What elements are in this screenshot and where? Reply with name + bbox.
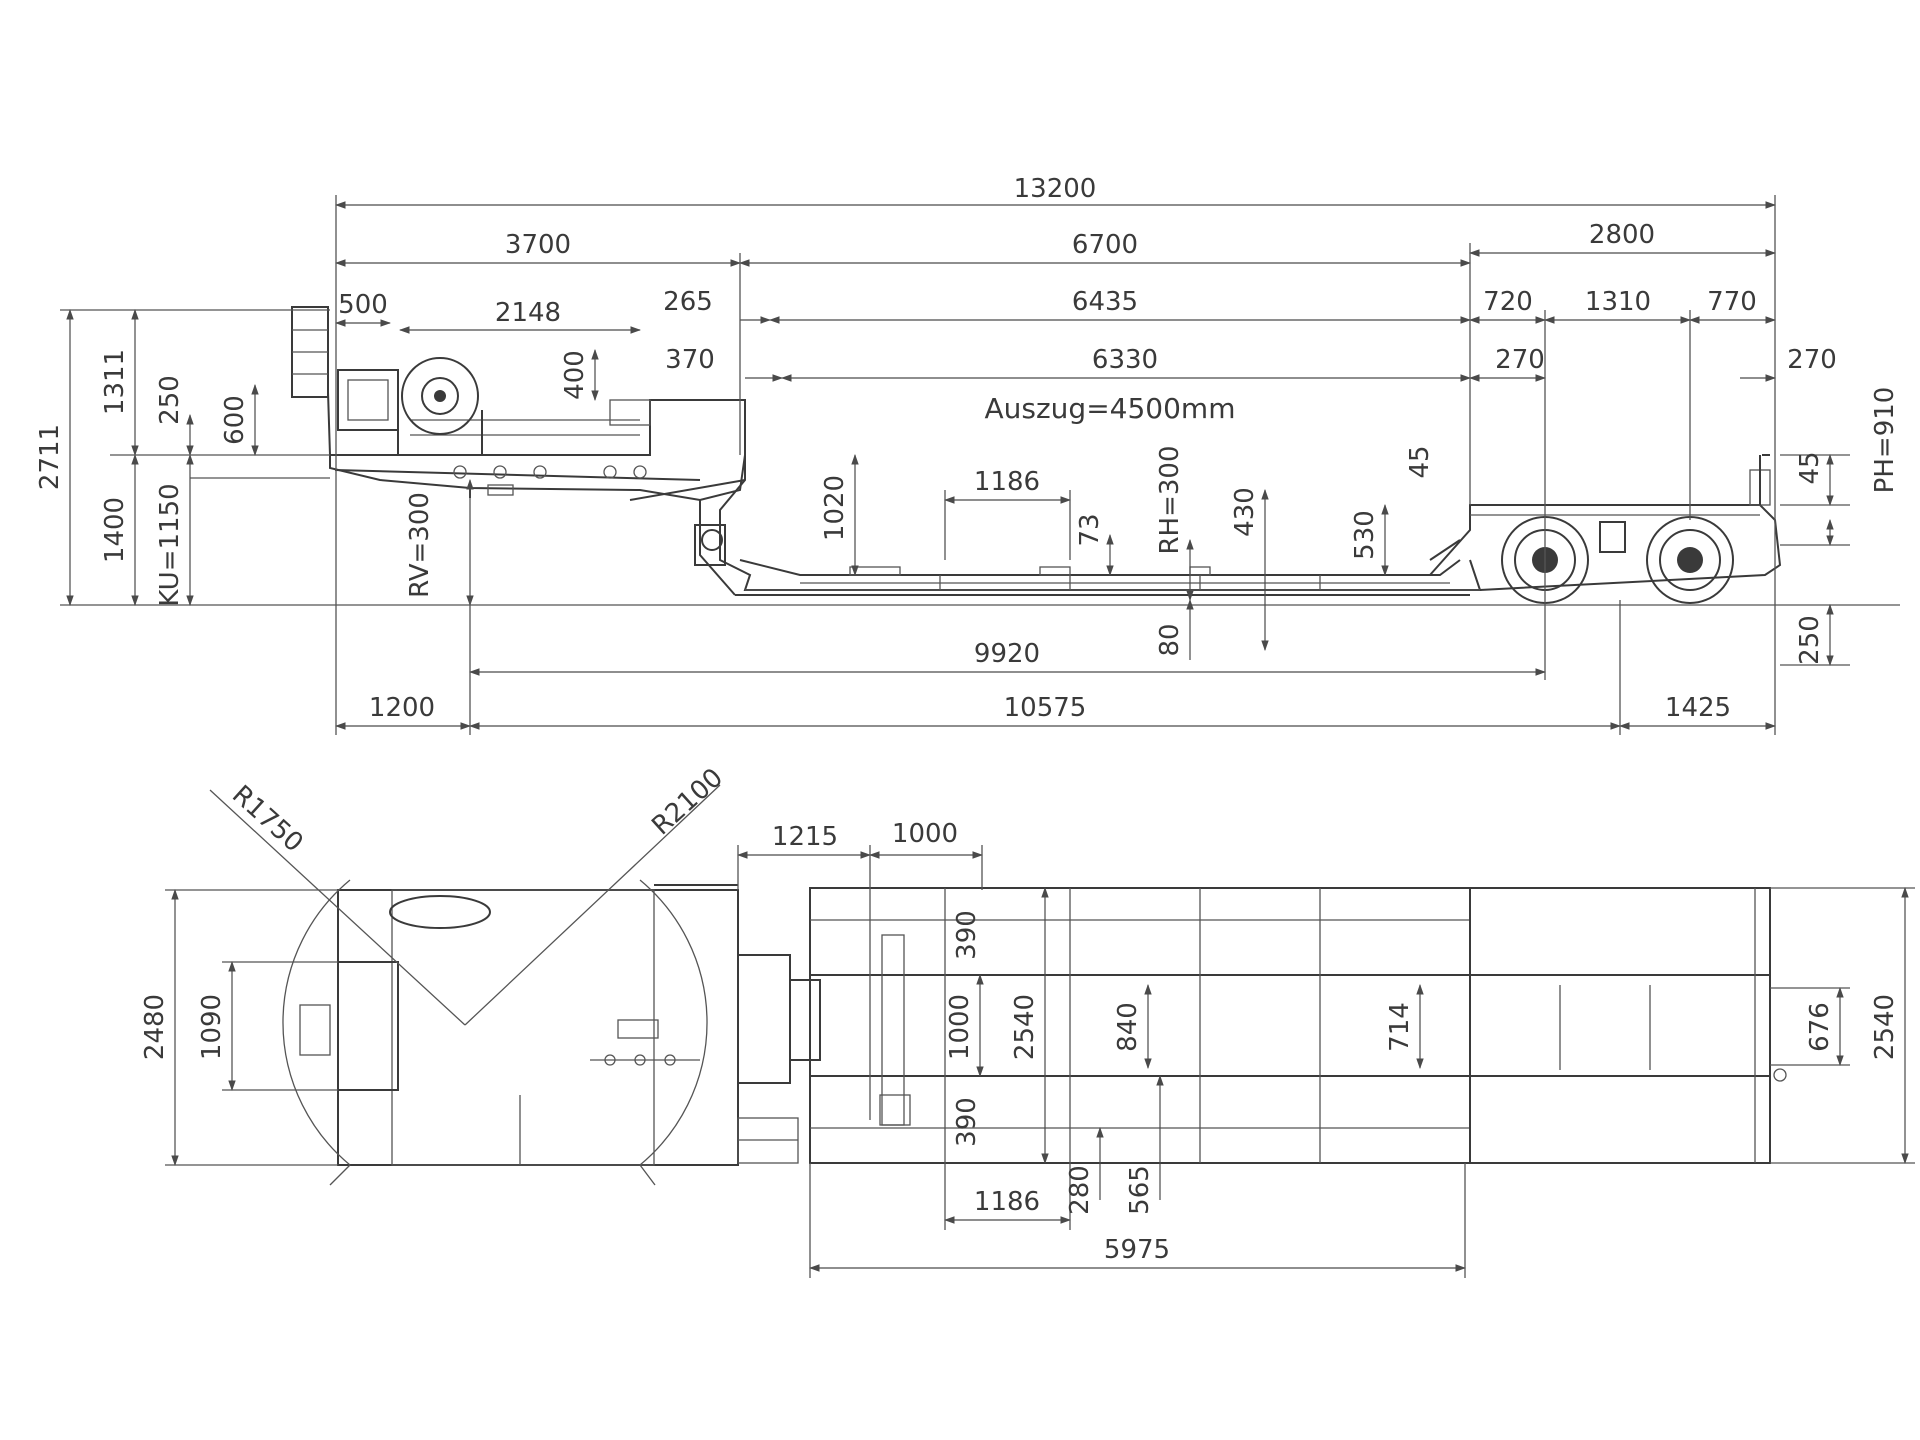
gooseneck-top [299, 884, 739, 1166]
rear-bogie-top [1469, 887, 1787, 1164]
dim-r1750: R1750 [226, 780, 309, 859]
ground-line [60, 477, 1900, 606]
gooseneck [291, 306, 746, 502]
top-dimension-labels: R1750 R2100 1215 1000 1186 5975 2480 109… [140, 763, 1900, 1265]
dim-1000-vertical: 1000 [945, 994, 975, 1060]
dim-1400: 1400 [100, 497, 130, 563]
dim-270-front: 270 [1495, 345, 1545, 375]
dim-73: 73 [1075, 513, 1105, 546]
rear-bogie [1470, 454, 1782, 591]
dim-9920: 9920 [974, 639, 1040, 669]
dim-1186-top: 1186 [974, 1187, 1040, 1217]
dim-2148: 2148 [495, 298, 561, 328]
dim-430: 430 [1230, 487, 1260, 537]
dim-1090: 1090 [197, 994, 227, 1060]
dim-250-front: 250 [155, 375, 185, 425]
dim-714: 714 [1385, 1002, 1415, 1052]
dim-600: 600 [220, 395, 250, 445]
spare-wheel [397, 357, 483, 455]
dim-270-rear: 270 [1787, 345, 1837, 375]
dim-13200: 13200 [1014, 174, 1097, 204]
dim-45-bogie: 45 [1405, 445, 1435, 478]
dim-280: 280 [1065, 1165, 1095, 1215]
dim-80: 80 [1155, 623, 1185, 656]
dim-500: 500 [338, 290, 388, 320]
rear-wheel-2 [1646, 516, 1734, 604]
dim-265: 265 [663, 287, 713, 317]
dim-6700: 6700 [1072, 230, 1138, 260]
dim-720: 720 [1483, 287, 1533, 317]
dim-250-rear: 250 [1795, 615, 1825, 665]
top-dimension-lines [165, 845, 1915, 1278]
dim-1425: 1425 [1665, 693, 1731, 723]
side-view: 13200 3700 6700 2800 500 2148 265 6435 7… [35, 174, 1900, 735]
dim-1310: 1310 [1585, 287, 1651, 317]
dim-1200: 1200 [369, 693, 435, 723]
dimension-labels: 13200 3700 6700 2800 500 2148 265 6435 7… [35, 174, 1900, 723]
dim-rh: RH=300 [1155, 445, 1185, 554]
dim-400: 400 [560, 350, 590, 400]
dimension-lines [60, 195, 1850, 735]
dim-2540-rear: 2540 [1870, 994, 1900, 1060]
dim-840: 840 [1113, 1002, 1143, 1052]
neck-top [737, 954, 821, 1164]
dim-390-upper: 390 [952, 910, 982, 960]
dim-2800: 2800 [1589, 220, 1655, 250]
dim-rv: RV=300 [405, 492, 435, 598]
dim-565: 565 [1125, 1165, 1155, 1215]
dim-1311: 1311 [100, 349, 130, 415]
dim-5975: 5975 [1104, 1235, 1170, 1265]
dim-1000-top: 1000 [892, 819, 958, 849]
dim-2711: 2711 [35, 424, 65, 490]
dim-r2100: R2100 [646, 763, 729, 842]
dim-770: 770 [1707, 287, 1757, 317]
dim-6330: 6330 [1092, 345, 1158, 375]
dim-6435: 6435 [1072, 287, 1138, 317]
dim-3700: 3700 [505, 230, 571, 260]
dim-2540-deck: 2540 [1010, 994, 1040, 1060]
dim-1020: 1020 [820, 475, 850, 541]
dim-1215: 1215 [772, 822, 838, 852]
top-view: R1750 R2100 1215 1000 1186 5975 2480 109… [140, 763, 1915, 1278]
dim-ph: PH=910 [1870, 387, 1900, 494]
loading-deck [629, 455, 1482, 596]
dim-390-lower: 390 [952, 1097, 982, 1147]
dim-10575: 10575 [1004, 693, 1087, 723]
dim-676: 676 [1805, 1002, 1835, 1052]
dim-2480: 2480 [140, 994, 170, 1060]
dim-530: 530 [1350, 510, 1380, 560]
dim-1186-side: 1186 [974, 467, 1040, 497]
auszug-note: Auszug=4500mm [985, 392, 1236, 425]
dim-45-rear: 45 [1795, 451, 1825, 484]
turning-radius-arcs [209, 784, 721, 1186]
dim-ku: KU=1150 [155, 483, 185, 606]
dim-370: 370 [665, 345, 715, 375]
